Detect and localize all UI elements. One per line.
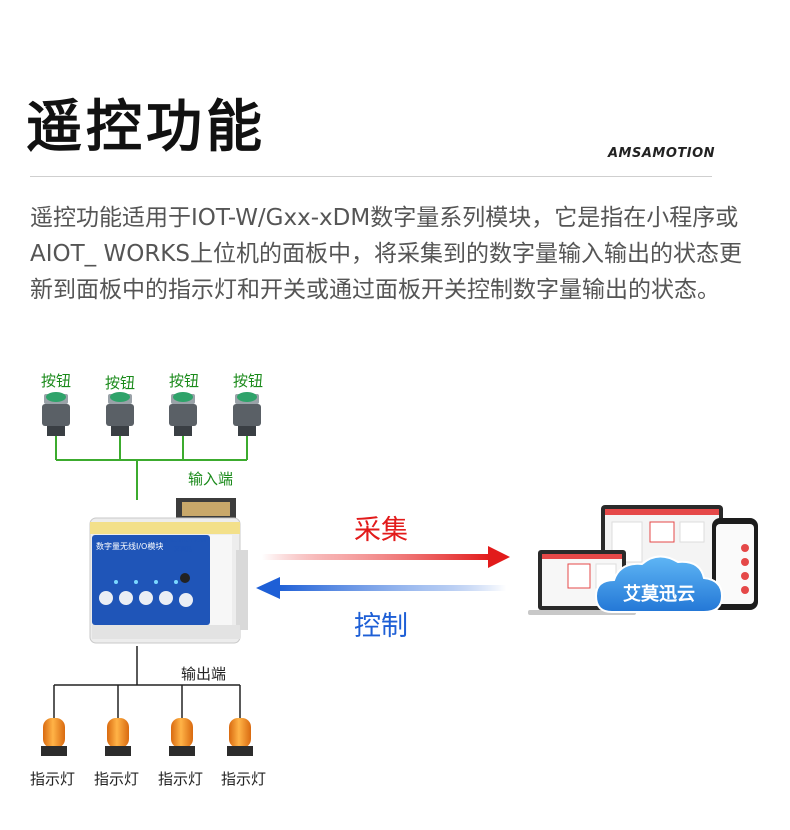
- module-name-text: 数字量无线I/O模块: [96, 541, 163, 551]
- button-label-3: 按钮: [169, 372, 200, 390]
- cloud-label: 艾莫迅云: [623, 583, 695, 605]
- button-label-2: 按钮: [105, 374, 136, 392]
- push-button-icon-4: [233, 392, 261, 436]
- indicator-lamp-icon-1: [41, 718, 67, 756]
- indicator-lamp-icon-3: [169, 718, 195, 756]
- button-label-4: 按钮: [233, 372, 264, 390]
- lamp-label-2: 指示灯: [94, 770, 140, 788]
- io-module-device: [89, 498, 248, 644]
- module-brand-text: AMSAMOTION: [159, 537, 206, 544]
- antenna-port-icon: [180, 573, 190, 583]
- button-label-1: 按钮: [41, 372, 72, 390]
- control-label: 控制: [354, 611, 408, 642]
- input-terminal-label: 输入端: [188, 470, 234, 488]
- output-terminal-label: 输出端: [181, 665, 227, 683]
- push-button-icon-1: [42, 392, 70, 436]
- output-wiring: [53, 646, 241, 718]
- cloud-icon: [594, 555, 724, 613]
- lamp-label-1: 指示灯: [30, 770, 76, 788]
- phone-device-icon: [712, 518, 758, 610]
- page-title: 遥控功能: [26, 95, 266, 160]
- input-wiring: [55, 436, 248, 500]
- description-text: 遥控功能适用于IOT-W/Gxx-xDM数字量系列模块，它是指在小程序或AIOT…: [30, 205, 742, 303]
- push-button-icon-3: [169, 392, 197, 436]
- indicator-lamp-icon-2: [105, 718, 131, 756]
- lamp-label-3: 指示灯: [158, 770, 204, 788]
- title-divider: [30, 176, 712, 177]
- push-button-icon-2: [106, 392, 134, 436]
- brand-logo-text: AMSAMOTION: [608, 146, 716, 161]
- control-arrow: [256, 577, 506, 599]
- collect-arrow: [262, 546, 510, 568]
- lamp-label-4: 指示灯: [221, 770, 267, 788]
- collect-label: 采集: [354, 515, 408, 546]
- indicator-lamp-icon-4: [227, 718, 253, 756]
- module-maker-text: 艾莫迅: [174, 545, 192, 553]
